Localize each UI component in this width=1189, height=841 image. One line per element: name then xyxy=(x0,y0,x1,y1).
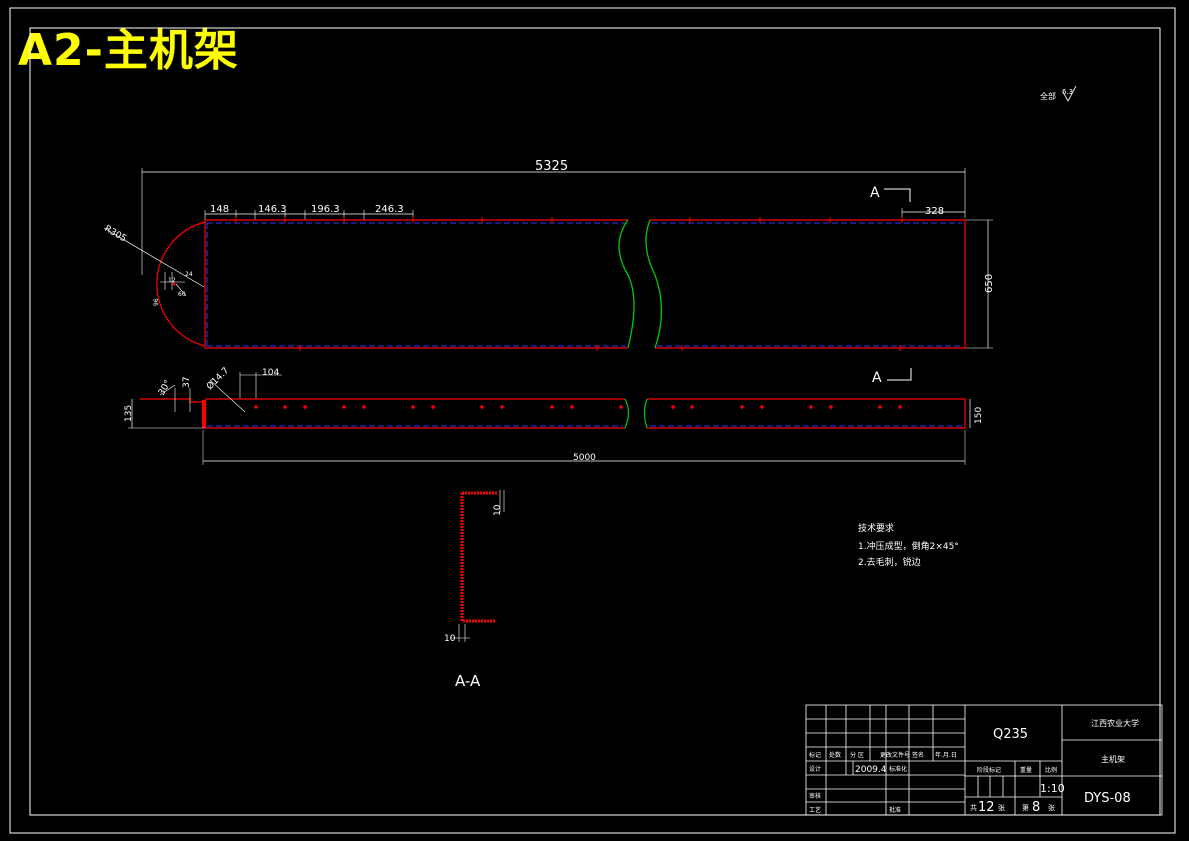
top-view: 5325 148 146.3 196.3 246.3 328 A A 650 xyxy=(103,159,996,386)
dim-spacing-3: 196.3 xyxy=(311,204,340,215)
section-view: 10 10 A-A xyxy=(444,490,505,690)
dim-width: 650 xyxy=(984,274,995,293)
section-marker-top: A xyxy=(870,185,880,201)
scale: 1:10 xyxy=(1040,782,1065,795)
dim-small-4: 60 xyxy=(178,291,186,298)
title-block xyxy=(805,704,1163,816)
label-stage-mark: 阶段标记 xyxy=(977,766,1001,774)
label-sign: 签名 xyxy=(912,751,924,759)
dim-small-1: 96 xyxy=(153,298,160,306)
dim-height-right: 150 xyxy=(974,407,984,424)
date: 2009.4 xyxy=(855,765,887,775)
dim-overall-length: 5325 xyxy=(535,159,568,174)
notes-line-2: 2.去毛刺，锐边 xyxy=(858,556,921,568)
label-ratio: 比例 xyxy=(1045,766,1057,774)
dim-spacing-4: 246.3 xyxy=(375,204,404,215)
label-standard: 标准化 xyxy=(889,765,907,773)
label-review: 审核 xyxy=(809,792,821,800)
title-block-text: Q235 江西农业大学 主机架 DYS-08 1:10 2009.4 标记 处数… xyxy=(809,718,1139,815)
rounded-end xyxy=(156,221,206,347)
label-sheets-2: 张 xyxy=(1048,803,1055,812)
dim-spacing-1: 148 xyxy=(210,204,229,215)
dim-end-offset: 328 xyxy=(925,206,944,217)
label-design: 设计 xyxy=(809,765,821,773)
sheet-total: 12 xyxy=(978,800,995,815)
roughness-label: 全部 xyxy=(1040,91,1056,101)
section-marker-bottom: A xyxy=(872,370,882,386)
material: Q235 xyxy=(993,727,1028,742)
dim-angle: 30° xyxy=(157,379,174,398)
dim-spacing-2: 146.3 xyxy=(258,204,287,215)
label-weight: 重量 xyxy=(1020,766,1032,774)
dim-hole-diameter: Ø14.7 xyxy=(204,365,231,392)
label-total: 共 xyxy=(970,803,977,812)
dim-length: 5000 xyxy=(573,453,596,463)
dim-small-3: 12 xyxy=(168,277,176,284)
technical-notes: 技术要求 1.冲压成型，倒角2×45° 2.去毛刺，锐边 xyxy=(858,522,959,568)
section-label: A-A xyxy=(455,672,481,690)
inner-border xyxy=(29,27,1161,816)
roughness-symbol: 全部 6.3 xyxy=(1040,85,1077,102)
label-mark: 标记 xyxy=(809,751,821,759)
label-ymd: 年.月.日 xyxy=(935,751,957,759)
dim-104: 104 xyxy=(262,368,279,378)
label-approve: 批准 xyxy=(889,806,901,814)
dim-small-2: 24 xyxy=(185,271,193,278)
dim-section-top: 10 xyxy=(493,504,503,516)
label-process: 工艺 xyxy=(809,806,821,814)
label-count: 处数 xyxy=(829,751,841,759)
break-line-right xyxy=(645,219,663,349)
label-sheets-1: 张 xyxy=(998,803,1005,812)
dim-section-bottom: 10 xyxy=(444,634,456,644)
outer-border xyxy=(9,7,1176,834)
part-name: 主机架 xyxy=(1101,754,1125,764)
break-line-left xyxy=(618,219,635,349)
label-zone: 分 区 xyxy=(850,751,864,759)
dim-radius: R305 xyxy=(103,224,128,244)
label-change-doc: 更改文件号 xyxy=(880,751,910,759)
side-view: 135 30° 37 Ø14.7 104 150 5000 xyxy=(124,365,984,465)
dim-height-left: 135 xyxy=(124,405,134,422)
drawing-title: A2-主机架 xyxy=(18,25,239,76)
roughness-value: 6.3 xyxy=(1062,88,1073,96)
drawing-number: DYS-08 xyxy=(1084,791,1131,806)
dim-37: 37 xyxy=(182,377,192,388)
notes-line-1: 1.冲压成型，倒角2×45° xyxy=(858,540,959,552)
school-name: 江西农业大学 xyxy=(1091,718,1139,728)
notes-heading: 技术要求 xyxy=(858,522,894,534)
label-page-no: 第 xyxy=(1022,803,1029,812)
sheet-number: 8 xyxy=(1032,800,1040,815)
